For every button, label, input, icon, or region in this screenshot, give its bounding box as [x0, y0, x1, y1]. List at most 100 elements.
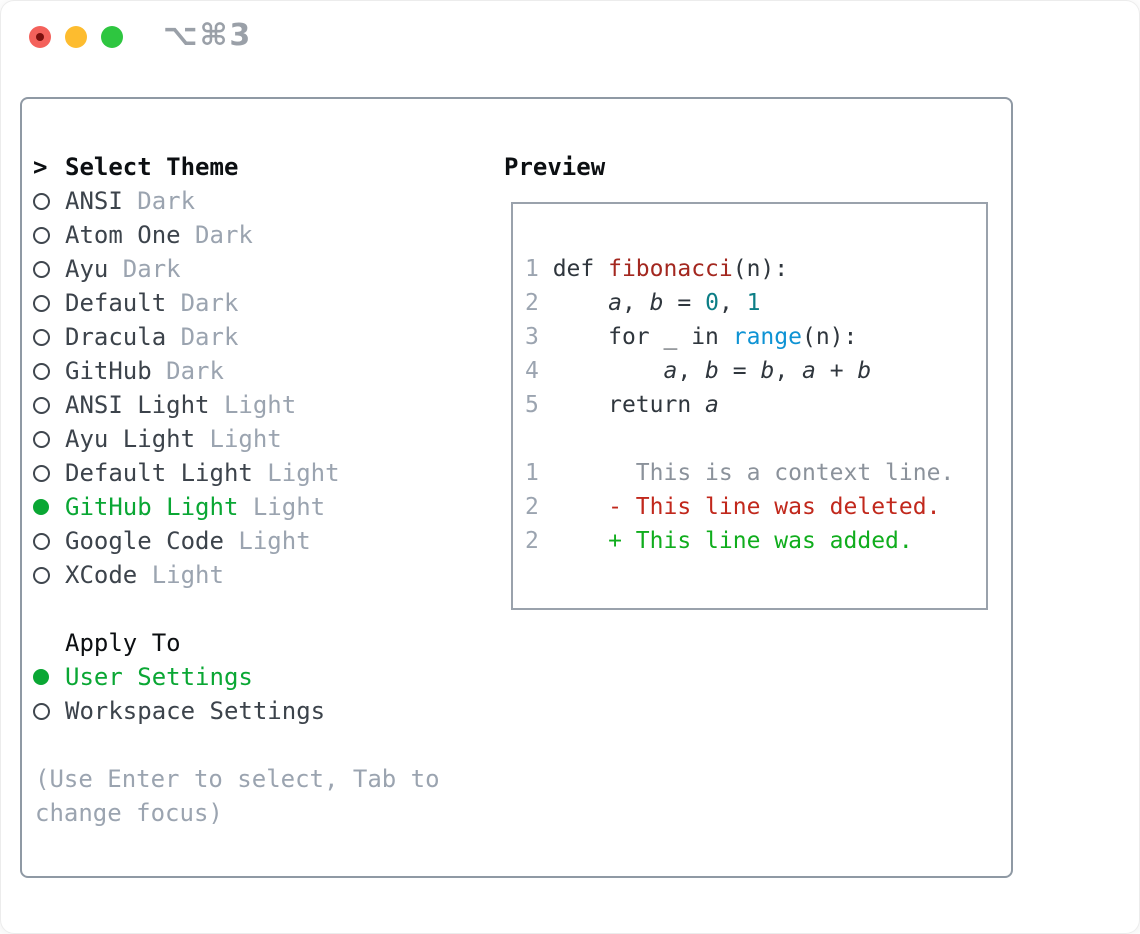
radio-icon [33, 396, 65, 414]
theme-variant-label: Dark [166, 289, 239, 317]
code-token: fibonacci [608, 256, 733, 282]
preview-title: Preview [504, 153, 606, 181]
theme-name-label: GitHub [65, 357, 152, 385]
keyboard-hint: (Use Enter to select, Tab to change focu… [35, 765, 440, 827]
theme-name-label: Dracula [65, 323, 167, 351]
code-token: b [760, 358, 775, 384]
code-line: 1 def fibonacci(n): [525, 252, 954, 286]
apply-to-label: User Settings [65, 663, 253, 691]
code-line: 4 a, b = b, a + b [525, 354, 954, 388]
theme-name-label: Atom One [65, 221, 181, 249]
zoom-button[interactable] [101, 26, 123, 48]
theme-option[interactable]: Dracula Dark [33, 320, 340, 354]
radio-icon [33, 260, 50, 278]
code-token [539, 494, 608, 520]
theme-variant-label: Dark [122, 187, 196, 215]
code-token: b [705, 358, 719, 384]
radio-icon [33, 226, 65, 244]
radio-icon [33, 396, 50, 414]
radio-selected-icon [33, 669, 65, 685]
code-line: 5 return a [525, 388, 954, 422]
theme-name-label: Ayu [65, 255, 109, 283]
theme-variant-label: Light [223, 527, 311, 555]
code-token: 3 [525, 324, 539, 350]
code-token: 2 [525, 494, 539, 520]
code-token [539, 324, 608, 350]
theme-name-label: ANSI [65, 187, 123, 215]
theme-option[interactable]: Google Code Light [33, 524, 340, 558]
theme-option[interactable]: Ayu Light Light [33, 422, 340, 456]
code-token: + This line was added. [608, 528, 913, 554]
radio-icon [33, 430, 50, 448]
code-token: , [677, 358, 706, 384]
radio-selected-icon [33, 499, 65, 515]
code-line [525, 422, 954, 456]
radio-icon [33, 702, 65, 720]
title-bar: ⌥⌘3 [0, 0, 1140, 74]
code-token: + [815, 358, 858, 384]
apply-to-option[interactable]: User Settings [33, 660, 325, 694]
radio-selected-icon [33, 669, 49, 685]
theme-option[interactable]: Default Light Light [33, 456, 340, 490]
theme-option[interactable]: XCode Light [33, 558, 340, 592]
theme-name-label: Default Light [65, 459, 253, 487]
theme-option[interactable]: Atom One Dark [33, 218, 340, 252]
code-line: 2 + This line was added. [525, 524, 954, 558]
code-token: (n): [732, 256, 789, 282]
close-dot-icon [36, 33, 44, 41]
radio-selected-icon [33, 499, 49, 515]
code-token: a [705, 392, 719, 418]
code-token: = [718, 358, 761, 384]
theme-option[interactable]: Ayu Dark [33, 252, 340, 286]
code-line: 3 for _ in range(n): [525, 320, 954, 354]
code-token: 1 [525, 460, 539, 486]
theme-option[interactable]: Default Dark [33, 286, 340, 320]
radio-icon [33, 192, 50, 210]
code-token: a [608, 290, 622, 316]
theme-name-label: XCode [65, 561, 138, 589]
code-token: a [802, 358, 816, 384]
code-token: 1 [746, 290, 761, 316]
code-token: b [857, 358, 872, 384]
code-token: , [621, 290, 650, 316]
code-token: = [663, 290, 706, 316]
window-title: ⌥⌘3 [163, 18, 253, 53]
theme-name-label: ANSI Light [65, 391, 210, 419]
code-token: This is a context line. [635, 460, 955, 486]
code-token [539, 528, 608, 554]
theme-name-label: GitHub Light [65, 493, 239, 521]
radio-icon [33, 702, 50, 720]
theme-list-header-row: > Select Theme [33, 150, 340, 184]
radio-icon [33, 464, 50, 482]
apply-to-option[interactable]: Workspace Settings [33, 694, 325, 728]
radio-icon [33, 226, 50, 244]
code-token: , [774, 358, 803, 384]
apply-to-title: Apply To [65, 629, 181, 657]
code-token: return [608, 392, 706, 418]
radio-icon [33, 430, 65, 448]
theme-name-label: Google Code [65, 527, 224, 555]
apply-to-label: Workspace Settings [65, 697, 326, 725]
code-token: range [732, 324, 802, 350]
theme-option[interactable]: GitHub Light Light [33, 490, 340, 524]
close-button[interactable] [29, 26, 51, 48]
code-token: (n): [801, 324, 858, 350]
code-token: def [538, 256, 609, 282]
theme-option[interactable]: ANSI Dark [33, 184, 340, 218]
theme-option[interactable]: ANSI Light Light [33, 388, 340, 422]
theme-variant-label: Light [252, 459, 340, 487]
radio-icon [33, 294, 50, 312]
code-token: , [718, 290, 747, 316]
theme-variant-label: Dark [180, 221, 253, 249]
minimize-button[interactable] [65, 26, 87, 48]
theme-option[interactable]: GitHub Dark [33, 354, 340, 388]
code-token: 4 [525, 358, 539, 384]
code-token: b [649, 290, 664, 316]
theme-variant-label: Light [209, 391, 297, 419]
